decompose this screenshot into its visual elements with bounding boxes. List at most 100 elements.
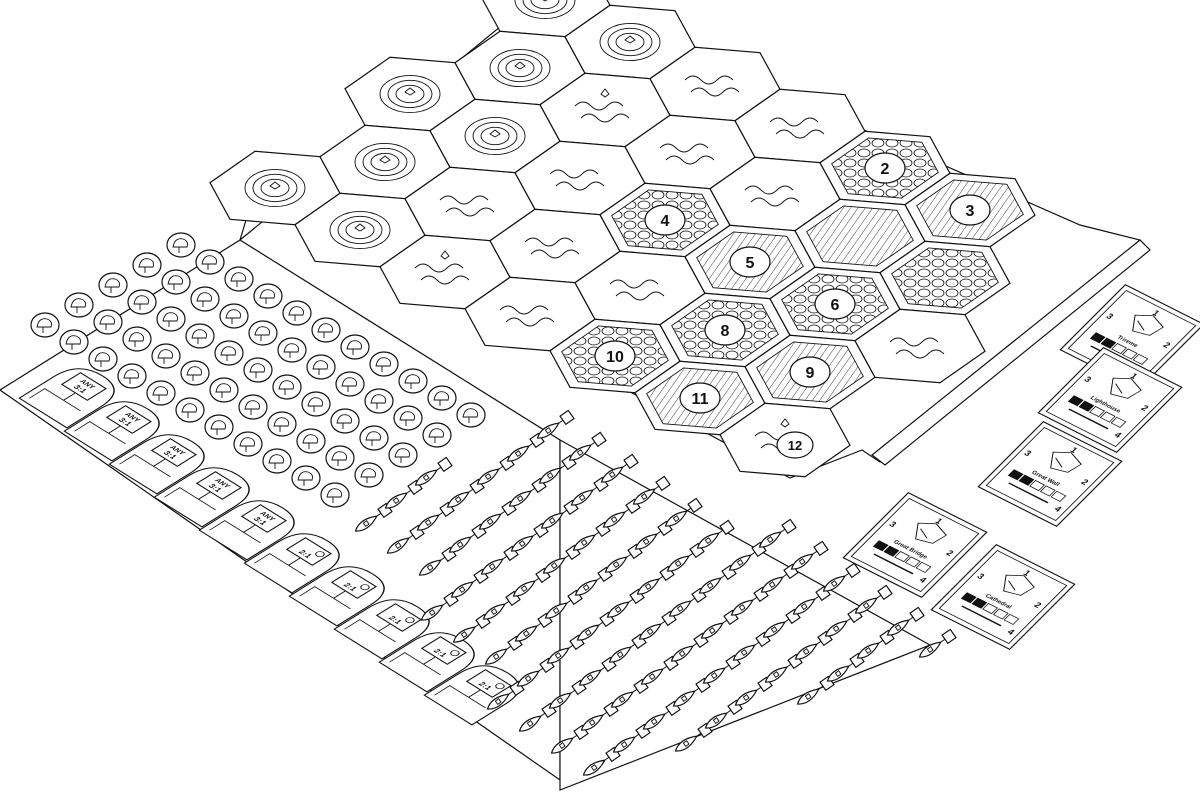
whirlpool-ring <box>395 84 425 104</box>
sail-icon <box>288 306 304 321</box>
whirlpool-ring <box>489 48 551 88</box>
whirlpool-ring <box>252 173 298 203</box>
wave-icon <box>750 197 800 207</box>
ship-connector <box>844 572 850 577</box>
ship-hole <box>392 497 400 504</box>
number-token-label: 3 <box>966 203 975 220</box>
sail-icon <box>394 448 410 463</box>
token-outline <box>98 272 128 298</box>
whirlpool-ring <box>514 0 576 20</box>
fish-icon <box>440 250 450 260</box>
ship-hole <box>640 493 648 500</box>
wave-icon <box>690 87 740 97</box>
sail-icon <box>360 468 376 483</box>
ship-piece-grid <box>354 409 957 776</box>
wave-icon <box>665 155 715 165</box>
whirlpool-ring <box>472 121 518 151</box>
ship-connector <box>688 552 694 557</box>
ship-piece <box>600 453 639 483</box>
ship-hole <box>672 515 680 522</box>
round-token <box>209 377 239 403</box>
ship-hole <box>556 697 564 704</box>
ship-connector <box>408 534 414 539</box>
ship-connector <box>502 555 508 560</box>
ship-hole <box>612 561 620 568</box>
sail-icon <box>462 408 478 423</box>
ship-hole <box>588 719 596 726</box>
round-token <box>422 422 452 448</box>
ship-connector <box>590 441 596 446</box>
card-resource-row <box>872 540 932 573</box>
number-token-label: 4 <box>661 213 670 230</box>
round-token <box>277 337 307 363</box>
ship-connector <box>718 529 724 534</box>
ship-hole <box>558 742 566 749</box>
ship-connector <box>782 573 788 578</box>
ship-piece <box>414 456 453 486</box>
round-token <box>180 360 210 386</box>
number-token <box>594 340 636 372</box>
ship-hole <box>524 675 532 682</box>
brick-icon <box>450 650 460 657</box>
ship-piece <box>854 584 893 614</box>
token-outline <box>195 249 225 275</box>
sail-icon <box>433 391 449 406</box>
number-token-label: 2 <box>881 161 890 178</box>
token-outline <box>151 343 181 369</box>
ship-hole <box>642 538 650 545</box>
round-token <box>330 408 360 434</box>
ship-hole <box>548 517 556 524</box>
sail-icon <box>167 275 183 290</box>
resource-cost-icon <box>982 603 999 615</box>
round-token <box>335 371 365 397</box>
ship-hole <box>552 607 560 614</box>
harbor-piece-row: ANY3:1ANY3:1ANY3:1ANY3:1ANY3:12:12:12:12… <box>18 368 520 726</box>
round-token <box>253 283 283 309</box>
ship-connector <box>440 556 446 561</box>
sail-icon <box>104 278 120 293</box>
resource-cost-icon <box>1039 485 1056 497</box>
ship-connector <box>504 600 510 605</box>
ship-connector <box>442 601 448 606</box>
whirlpool-ring <box>615 32 645 52</box>
token-outline <box>248 320 278 346</box>
ship-connector <box>846 617 852 622</box>
token-outline <box>330 408 360 434</box>
ship-hole <box>704 537 712 544</box>
side-frame-strip <box>871 239 1151 466</box>
token-outline <box>262 448 292 474</box>
token-outline <box>175 397 205 423</box>
ship-connector <box>532 532 538 537</box>
ship-hole <box>740 649 748 656</box>
ship-connector <box>472 578 478 583</box>
ore-icon <box>360 584 370 591</box>
round-token <box>291 465 321 491</box>
token-outline <box>296 428 326 454</box>
round-token <box>156 306 186 332</box>
round-token <box>398 368 428 394</box>
sail-icon <box>404 374 420 389</box>
round-token <box>161 269 191 295</box>
round-token <box>190 286 220 312</box>
resource-cost-icon <box>1018 474 1035 486</box>
ship-hole <box>584 629 592 636</box>
card-cost-3: 3 <box>1104 312 1116 321</box>
round-token <box>117 363 147 389</box>
token-outline <box>127 289 157 315</box>
token-outline <box>209 377 239 403</box>
ship-piece <box>642 700 681 730</box>
resource-cost-icon <box>1078 400 1095 412</box>
ship-connector <box>692 642 698 647</box>
token-outline <box>277 337 307 363</box>
token-outline <box>146 380 176 406</box>
ship-piece <box>540 499 579 529</box>
ship-hull <box>822 575 846 592</box>
resource-cost-icon <box>883 545 900 557</box>
whirlpool-ring <box>607 27 653 57</box>
round-token <box>311 317 341 343</box>
round-token <box>354 462 384 488</box>
card-cost-4: 4 <box>917 575 929 584</box>
token-outline <box>161 269 191 295</box>
whirlpool-ring <box>480 126 510 146</box>
